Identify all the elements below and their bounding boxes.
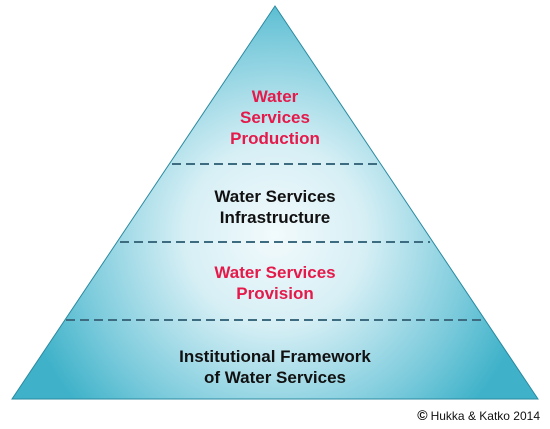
copyright-text: Hukka & Katko 2014	[430, 409, 540, 423]
level-framework-line1: Institutional Framework	[179, 347, 371, 366]
level-production-line3: Production	[230, 129, 320, 148]
level-production-line2: Services	[240, 108, 310, 127]
level-production-label: Water Services Production	[0, 86, 550, 149]
level-production-line1: Water	[251, 87, 299, 106]
level-framework-line2: of Water Services	[203, 368, 347, 387]
level-provision-line1: Water Services	[214, 263, 336, 282]
level-provision-label: Water Services Provision	[0, 262, 550, 304]
level-infrastructure-line2: Infrastructure	[219, 208, 331, 227]
copyright-notice: ©Hukka & Katko 2014	[417, 407, 540, 423]
level-infrastructure-line1: Water Services	[214, 187, 336, 206]
level-infrastructure-label: Water Services Infrastructure	[0, 186, 550, 228]
pyramid-shape	[11, 5, 539, 400]
level-framework-label: Institutional Framework of Water Service…	[0, 346, 550, 388]
copyright-icon: ©	[417, 407, 428, 423]
level-provision-line2: Provision	[236, 284, 314, 303]
